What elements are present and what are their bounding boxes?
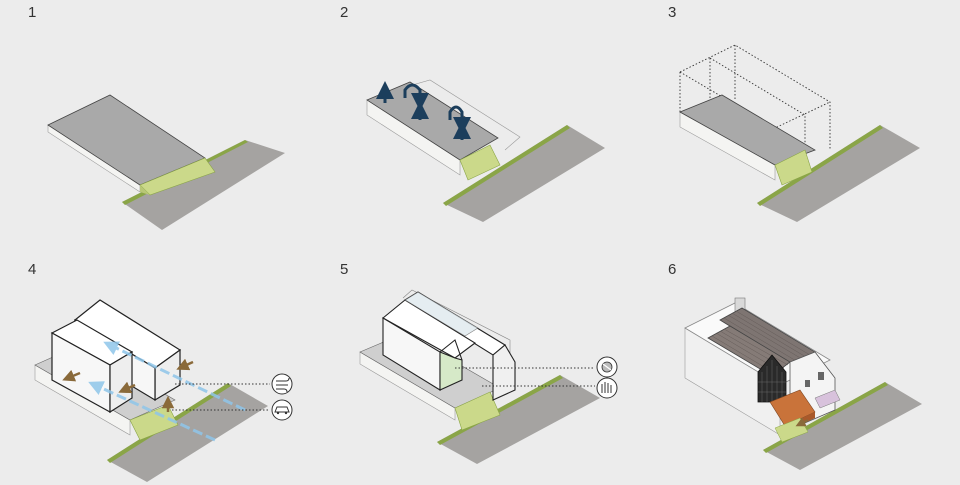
sun-arrow-1 xyxy=(62,369,81,382)
car-icon xyxy=(271,399,293,421)
sun-arrow-3 xyxy=(176,358,194,371)
panel-1-site xyxy=(47,94,285,230)
grass-slope xyxy=(129,404,179,441)
road-surface xyxy=(437,375,600,464)
grass-slope xyxy=(454,391,501,431)
panel-2-site xyxy=(366,79,605,222)
window-2 xyxy=(805,380,810,387)
wind-arrow-2 xyxy=(88,381,216,442)
road-surface xyxy=(443,125,605,222)
grass-slope xyxy=(459,144,501,181)
rear-gable xyxy=(492,344,516,401)
glass-grid xyxy=(758,360,786,402)
sun-arrow xyxy=(795,417,809,427)
view-icon xyxy=(596,356,618,378)
step-number-6: 6 xyxy=(668,261,677,278)
road-surface xyxy=(757,125,920,222)
front-gable-top xyxy=(439,339,463,361)
grass-slope-front xyxy=(140,185,150,195)
glass-strip xyxy=(404,291,479,337)
fill-arrow-1 xyxy=(403,83,429,111)
site-top xyxy=(366,81,499,161)
panel-4-site xyxy=(34,299,293,482)
grass-slope xyxy=(774,149,813,186)
step-number-4: 4 xyxy=(28,261,37,278)
road-grass-edge xyxy=(443,125,570,206)
panel-5-site xyxy=(359,289,618,464)
wind-arrow-1 xyxy=(103,341,246,412)
step-number-5: 5 xyxy=(340,261,349,278)
site-top xyxy=(679,94,816,166)
road-surface xyxy=(763,382,922,470)
wind-icon xyxy=(271,373,293,395)
front-gable-green xyxy=(439,351,463,391)
sun-arrow-2 xyxy=(118,381,136,394)
panel-3-site xyxy=(679,44,920,222)
front-roof-left xyxy=(382,299,476,359)
window-1 xyxy=(818,372,824,380)
envelope-outline xyxy=(402,289,511,360)
road-grass-edge xyxy=(757,125,883,206)
road-surface xyxy=(122,140,285,230)
step-number-3: 3 xyxy=(668,4,677,21)
planter-pink xyxy=(814,389,841,409)
step-number-1: 1 xyxy=(28,4,37,21)
step-number-2: 2 xyxy=(340,4,349,21)
road-surface xyxy=(107,383,268,482)
fill-arrow-2 xyxy=(448,105,471,135)
tree-icon xyxy=(596,377,618,399)
panel-6-house xyxy=(684,297,922,470)
